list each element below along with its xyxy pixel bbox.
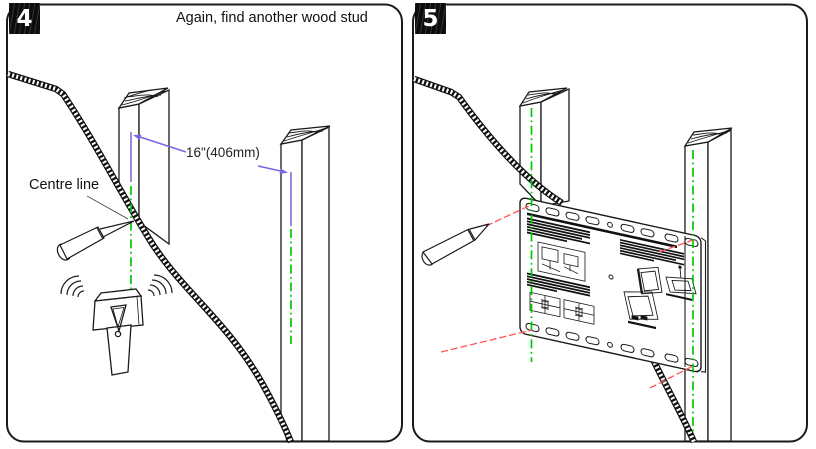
panel-5-border	[412, 3, 808, 443]
panel-4-border	[6, 3, 403, 443]
step-number-5: 5	[415, 3, 446, 34]
panel-4-art	[6, 3, 403, 444]
centre-lines	[130, 186, 292, 344]
label-bracket-illustrations	[623, 265, 697, 321]
signal-waves-icon	[60, 274, 173, 298]
wall-cutaway-edge	[7, 70, 295, 444]
label-centre-dot	[608, 274, 614, 280]
wood-stud-left	[117, 87, 170, 246]
wood-grain	[121, 89, 166, 106]
stud-spacing-dimension	[130, 132, 292, 226]
corner-hole-marking-lines	[440, 204, 694, 389]
label-room-illustration	[537, 241, 586, 282]
wood-stud-right	[279, 125, 331, 442]
wood-grain	[283, 127, 327, 142]
pencil-icon	[421, 223, 490, 266]
label-template-boxes	[529, 291, 595, 325]
stud-finder-icon	[92, 288, 144, 376]
wall-cutaway-edge	[412, 75, 697, 444]
centre-line-label: Centre line	[29, 177, 100, 193]
plate-slots-top	[525, 202, 699, 248]
step-number-4: 4	[9, 3, 40, 34]
awl-icon	[56, 220, 135, 261]
wall-mounting-plate	[519, 197, 707, 373]
plate-slots-bottom	[525, 322, 699, 368]
panel-4-caption: Again, find another wood stud	[176, 10, 368, 26]
panel-5-art	[412, 3, 808, 444]
stud-spacing-label: 16"(406mm)	[186, 145, 260, 160]
wood-grain	[687, 129, 731, 144]
wood-grain	[522, 89, 565, 104]
centre-line-leader	[86, 195, 129, 220]
centre-lines	[530, 108, 694, 432]
